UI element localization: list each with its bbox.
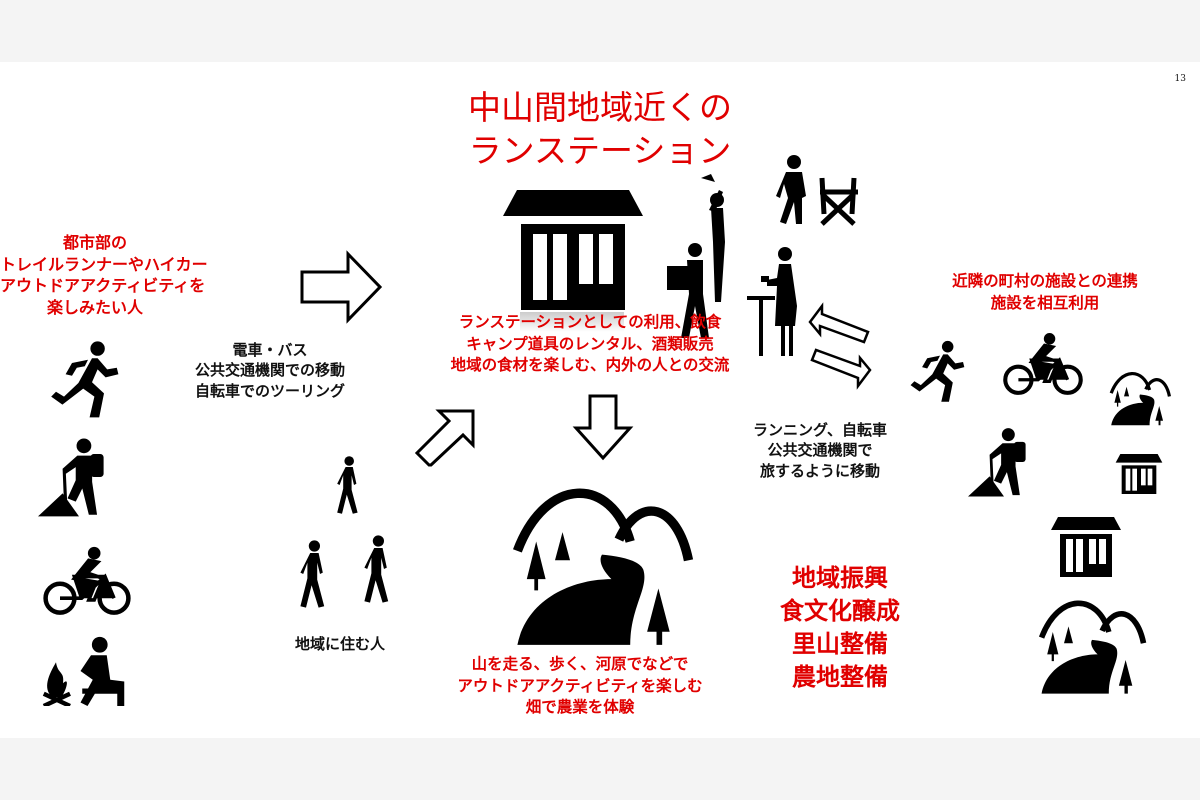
text-line: 農地整備 xyxy=(792,663,888,692)
text-line: 旅するように移動 xyxy=(759,461,880,480)
cyclist-icon xyxy=(42,546,132,618)
title-line: ランステーション xyxy=(468,130,732,170)
shop-reflection xyxy=(520,312,624,332)
locals-label: 地域に住む人 xyxy=(294,635,385,653)
text-line: キャンプ道具のレンタル、酒類販売 xyxy=(466,334,714,353)
landscape-icon xyxy=(1108,366,1172,430)
text-line: 自転車でのツーリング xyxy=(194,381,345,400)
outcomes-text: 地域振興 食文化醸成 里山整備 農地整備 xyxy=(750,562,930,694)
arrow-right-icon xyxy=(300,250,383,324)
text-line: トレイルランナーやハイカー xyxy=(0,254,208,274)
text-line: ランステーションとしての利用、飲食 xyxy=(458,313,722,331)
landscape-icon xyxy=(1036,598,1148,694)
text-line: 施設を相互利用 xyxy=(990,294,1100,313)
mountain-activities-text: 山を走る、歩く、河原でなどで アウトドアアクティビティを楽しむ 畑で農業を体験 xyxy=(405,654,755,719)
text-line: 山を走る、歩く、河原でなどで xyxy=(471,655,689,673)
text-line: アウトドアアクティビティを xyxy=(0,276,206,296)
text-line: 楽しみたい人 xyxy=(46,297,143,317)
station-uses-text: ランステーションとしての利用、飲食 キャンプ道具のレンタル、酒類販売 地域の食材… xyxy=(400,312,780,377)
cafe-person-icon xyxy=(747,247,797,356)
text-line: 里山整備 xyxy=(792,630,888,659)
walker-icon xyxy=(356,532,398,606)
text-line: 公共交通機関での移動 xyxy=(194,361,345,380)
page-number: 13 xyxy=(1174,74,1186,84)
page-title: 中山間地域近くの ランステーション xyxy=(420,87,780,173)
runner-icon xyxy=(48,339,128,419)
text-line: 電車・バス xyxy=(232,341,308,359)
slide: 13 中山間地域近くの ランステーション 都市部の トレイルランナーやハイカー … xyxy=(0,62,1200,738)
person-carrying-box-icon xyxy=(667,243,709,338)
text-line: 畑で農業を体験 xyxy=(525,698,635,717)
run-station-shop-icon xyxy=(503,190,643,310)
text-line: 近隣の町村の施設との連携 xyxy=(952,272,1138,290)
walker-icon xyxy=(330,454,366,516)
text-line: 地域の食材を楽しむ、内外の人との交流 xyxy=(450,356,730,375)
shop-icon xyxy=(1110,454,1168,494)
text-line: 公共交通機関で xyxy=(767,441,873,460)
arrow-down-icon xyxy=(572,394,634,461)
urban-users-text: 都市部の トレイルランナーやハイカー アウトドアアクティビティを 楽しみたい人 xyxy=(0,232,208,318)
transport-text: 電車・バス 公共交通機関での移動 自転車でのツーリング xyxy=(165,340,375,401)
neighbors-text: 近隣の町村の施設との連携 施設を相互利用 xyxy=(910,270,1180,315)
text-line: ランニング、自転車 xyxy=(753,421,887,439)
cyclist-icon xyxy=(1002,332,1084,398)
text-line: 地域振興 xyxy=(792,564,888,592)
title-line: 中山間地域近くの xyxy=(468,88,732,127)
hiker-icon xyxy=(968,424,1040,500)
mountain-landscape-icon xyxy=(508,480,696,650)
person-with-chair-icon xyxy=(776,155,858,226)
walker-icon xyxy=(292,538,334,610)
hiker-icon xyxy=(38,434,120,520)
arrow-up-right-icon xyxy=(414,409,475,467)
shop-icon xyxy=(1040,517,1132,577)
shower-person-icon xyxy=(701,174,725,302)
bidirectional-arrows-icon xyxy=(808,302,872,390)
campfire-person-icon xyxy=(40,636,128,706)
text-line: 食文化醸成 xyxy=(780,597,900,626)
text-line: アウトドアアクティビティを楽しむ xyxy=(457,676,703,695)
runner-icon xyxy=(908,338,972,404)
travel-text: ランニング、自転車 公共交通機関で 旅するように移動 xyxy=(720,420,920,481)
text-line: 都市部の xyxy=(62,233,127,252)
